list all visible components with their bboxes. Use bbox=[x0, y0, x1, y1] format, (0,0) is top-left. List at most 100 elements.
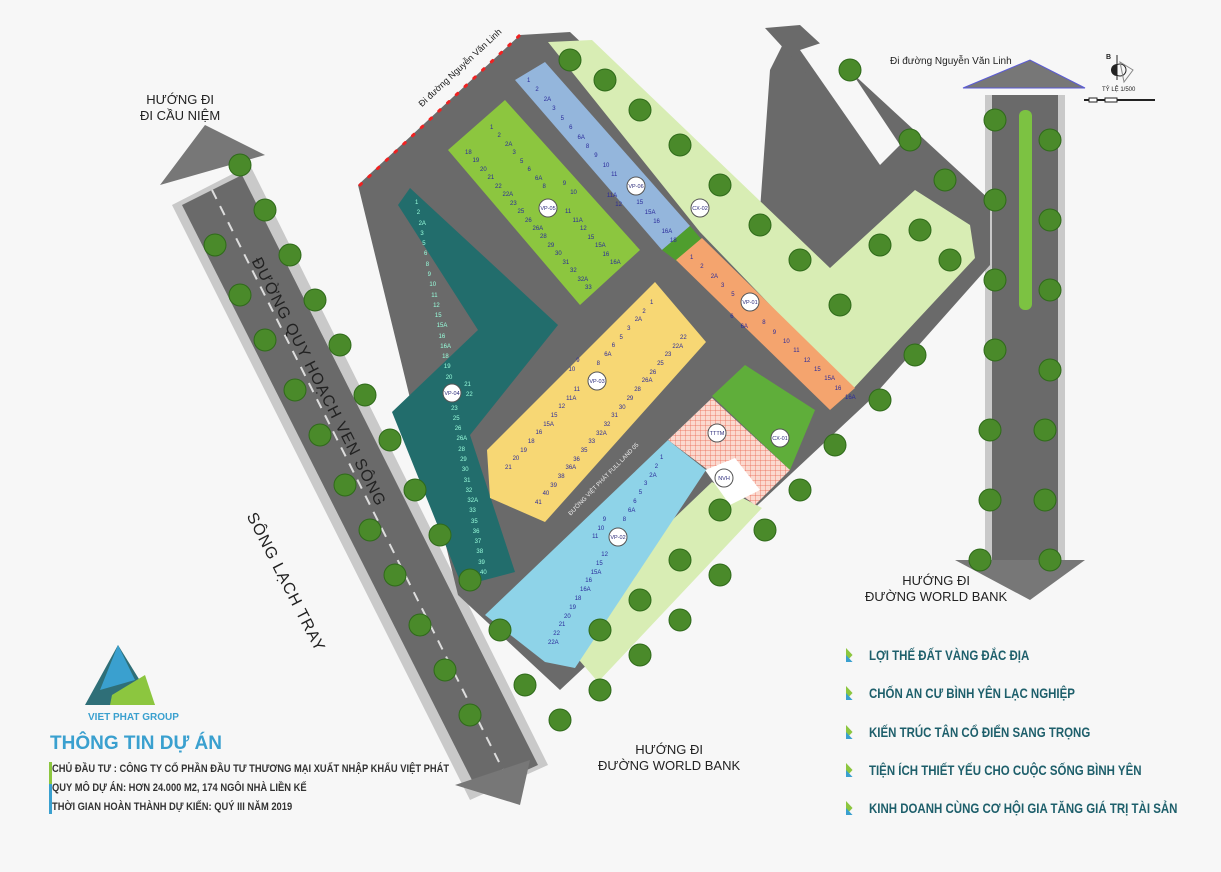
lot-number[interactable]: 11A bbox=[566, 395, 577, 402]
lot-number[interactable]: 6A bbox=[577, 134, 585, 141]
lot-number[interactable]: 9 bbox=[427, 271, 431, 278]
lot-number[interactable]: 15A bbox=[595, 243, 606, 250]
lot-number[interactable]: 30 bbox=[461, 467, 469, 474]
lot-number[interactable]: 16 bbox=[653, 219, 660, 226]
lot-number[interactable]: 2 bbox=[416, 210, 421, 217]
lot-number[interactable]: 1 bbox=[415, 200, 419, 206]
lot-number[interactable]: 12 bbox=[433, 302, 440, 309]
lot-number[interactable]: 6 bbox=[569, 125, 573, 132]
lot-number[interactable]: 2A bbox=[418, 220, 426, 227]
lot-number[interactable]: 18 bbox=[670, 238, 677, 244]
lot-number[interactable]: 16A bbox=[845, 395, 856, 401]
block-badge-cx-02[interactable]: CX-02 bbox=[690, 198, 710, 218]
lot-number[interactable]: 12 bbox=[580, 226, 587, 233]
lot-number[interactable]: 16A bbox=[610, 260, 621, 266]
lot-number[interactable]: 6 bbox=[730, 314, 734, 321]
lot-number[interactable]: 2A bbox=[634, 317, 643, 324]
lot-number[interactable]: 9 bbox=[602, 516, 607, 523]
lot-number[interactable]: 10 bbox=[783, 339, 790, 345]
lot-number[interactable]: 33 bbox=[588, 439, 596, 446]
block-badge-vp-03[interactable]: VP-03 bbox=[587, 371, 607, 391]
lot-number[interactable]: 16 bbox=[602, 251, 610, 258]
lot-number[interactable]: 2 bbox=[497, 133, 501, 140]
lot-number[interactable]: 41 bbox=[535, 500, 542, 506]
lot-number[interactable]: 15 bbox=[550, 412, 558, 419]
lot-number[interactable]: 22A bbox=[502, 192, 514, 199]
lot-number[interactable]: 36A bbox=[565, 465, 577, 472]
lot-number[interactable]: 11A bbox=[572, 217, 583, 224]
lot-number[interactable]: 32A bbox=[596, 430, 607, 437]
lot-number[interactable]: 16 bbox=[585, 578, 592, 585]
lot-number[interactable]: 20 bbox=[480, 166, 487, 173]
lot-number[interactable]: 10 bbox=[597, 525, 605, 532]
lot-number[interactable]: 11 bbox=[573, 386, 580, 393]
lot-number[interactable]: 1 bbox=[490, 125, 494, 131]
lot-number[interactable]: 15A bbox=[644, 209, 656, 216]
lot-number[interactable]: 23 bbox=[664, 352, 672, 359]
lot-number[interactable]: 8 bbox=[596, 360, 600, 367]
lot-number[interactable]: 26A bbox=[532, 225, 544, 232]
lot-number[interactable]: 5 bbox=[619, 334, 623, 341]
lot-number[interactable]: 40 bbox=[480, 570, 487, 576]
lot-number[interactable]: 5 bbox=[422, 241, 426, 248]
lot-number[interactable]: 22 bbox=[466, 392, 473, 399]
lot-number[interactable]: 11 bbox=[611, 172, 618, 179]
lot-number[interactable]: 31 bbox=[611, 413, 618, 420]
lot-number[interactable]: 28 bbox=[540, 234, 547, 241]
lot-number[interactable]: 1 bbox=[660, 455, 664, 461]
lot-number[interactable]: 29 bbox=[460, 456, 467, 463]
lot-number[interactable]: 2 bbox=[642, 308, 646, 315]
lot-number[interactable]: 22 bbox=[680, 335, 687, 341]
lot-number[interactable]: 5 bbox=[520, 158, 524, 165]
lot-number[interactable]: 29 bbox=[626, 395, 634, 402]
lot-number[interactable]: 6 bbox=[611, 343, 616, 350]
lot-number[interactable]: 8 bbox=[585, 143, 590, 150]
lot-number[interactable]: 15 bbox=[434, 313, 442, 320]
lot-number[interactable]: 5 bbox=[638, 490, 643, 497]
lot-number[interactable]: 11 bbox=[431, 292, 438, 299]
lot-number[interactable]: 19 bbox=[472, 158, 480, 165]
block-badge-vp-04[interactable]: VP-04 bbox=[442, 383, 462, 403]
lot-number[interactable]: 38 bbox=[557, 473, 565, 480]
lot-number[interactable]: 11 bbox=[793, 348, 800, 355]
lot-number[interactable]: 25 bbox=[657, 361, 664, 368]
lot-number[interactable]: 10 bbox=[570, 189, 577, 196]
lot-number[interactable]: 23 bbox=[451, 405, 458, 412]
lot-number[interactable]: 1 bbox=[690, 255, 694, 261]
lot-number[interactable]: 40 bbox=[542, 491, 550, 498]
lot-number[interactable]: 16 bbox=[834, 385, 842, 392]
lot-number[interactable]: 9 bbox=[594, 153, 598, 160]
lot-number[interactable]: 10 bbox=[602, 162, 610, 169]
lot-number[interactable]: 8 bbox=[425, 261, 430, 268]
lot-number[interactable]: 26A bbox=[456, 436, 468, 443]
lot-number[interactable]: 15A bbox=[824, 376, 835, 383]
lot-number[interactable]: 10 bbox=[568, 366, 576, 373]
lot-number[interactable]: 3 bbox=[512, 150, 516, 157]
lot-number[interactable]: 6 bbox=[424, 251, 428, 258]
lot-number[interactable]: 16A bbox=[440, 343, 451, 350]
lot-number[interactable]: 8 bbox=[762, 320, 766, 327]
lot-number[interactable]: 19 bbox=[443, 364, 451, 371]
lot-number[interactable]: 1 bbox=[650, 300, 654, 306]
lot-number[interactable]: 8 bbox=[622, 516, 627, 523]
lot-number[interactable]: 18 bbox=[465, 150, 472, 156]
lot-number[interactable]: 18 bbox=[527, 438, 535, 445]
lot-number[interactable]: 31 bbox=[463, 477, 471, 484]
lot-number[interactable]: 2A bbox=[649, 472, 657, 479]
lot-number[interactable]: 9 bbox=[562, 181, 567, 188]
lot-number[interactable]: 1 bbox=[527, 78, 531, 84]
block-badge-vp-05[interactable]: VP-05 bbox=[538, 198, 558, 218]
lot-number[interactable]: 21 bbox=[487, 175, 495, 182]
lot-number[interactable]: 19 bbox=[569, 604, 576, 611]
lot-number[interactable]: 6A bbox=[535, 175, 543, 182]
lot-number[interactable]: 15A bbox=[436, 323, 448, 330]
lot-number[interactable]: 36 bbox=[573, 456, 580, 463]
lot-number[interactable]: 36 bbox=[472, 528, 480, 535]
lot-number[interactable]: 30 bbox=[555, 251, 562, 258]
lot-number[interactable]: 20 bbox=[564, 613, 571, 620]
lot-number[interactable]: 30 bbox=[618, 404, 626, 411]
lot-number[interactable]: 25 bbox=[452, 415, 460, 422]
lot-number[interactable]: 32 bbox=[603, 421, 611, 428]
block-badge-vp-02[interactable]: VP-02 bbox=[608, 527, 628, 547]
lot-number[interactable]: 22A bbox=[548, 640, 559, 646]
